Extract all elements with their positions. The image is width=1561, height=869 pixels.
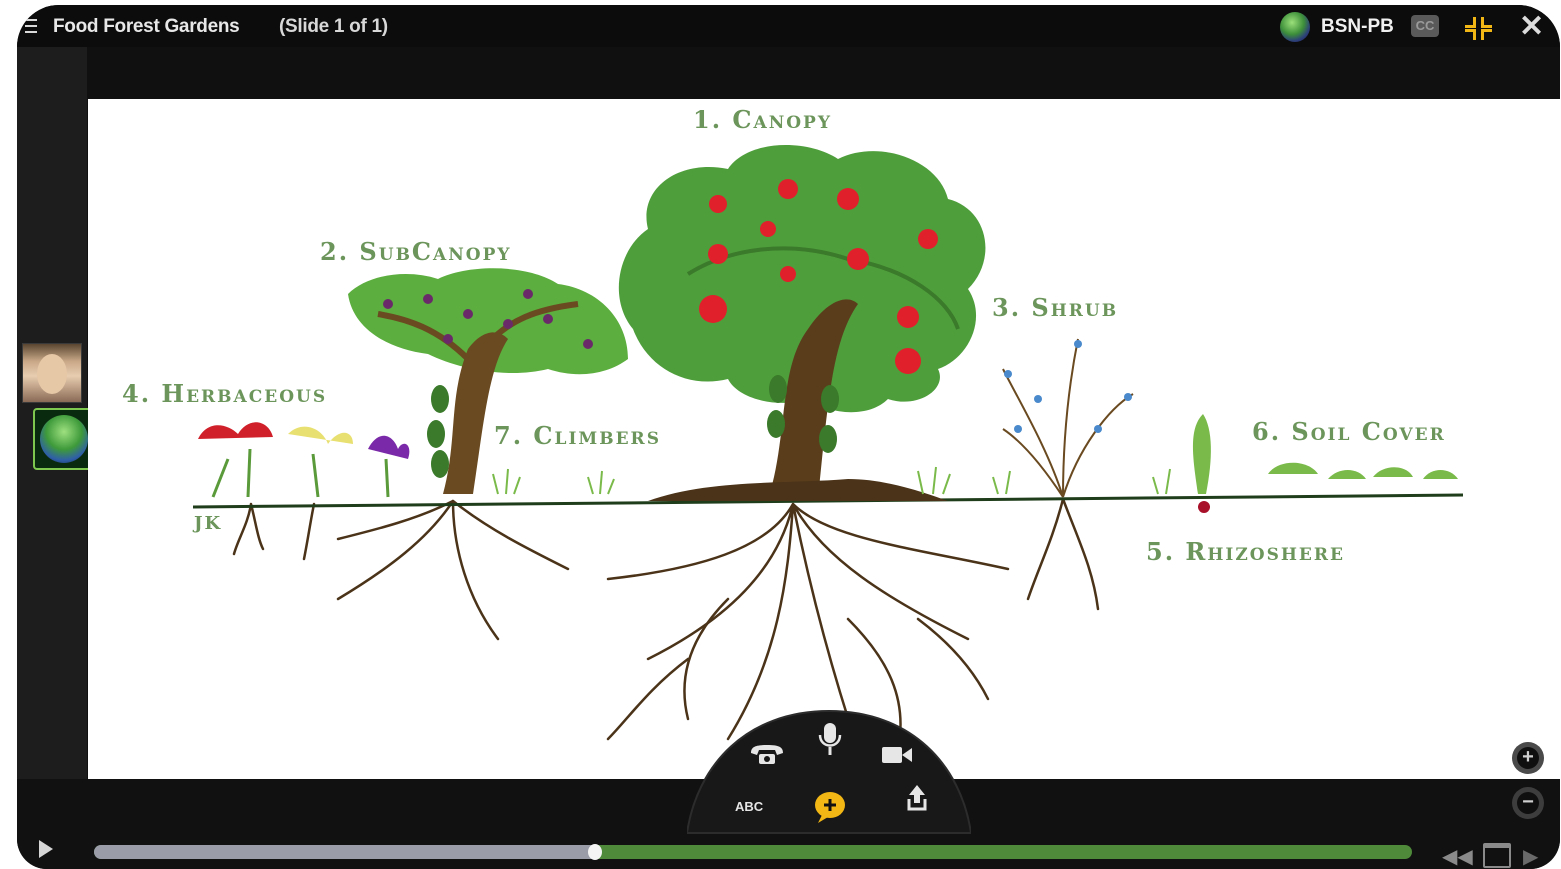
presenter-avatar[interactable] — [22, 343, 82, 403]
fast-forward-icon[interactable]: ▶ — [1523, 846, 1539, 868]
grass-tufts — [492, 466, 1171, 495]
climber-vines — [427, 375, 839, 478]
presentation-title: Food Forest Gardens — [53, 16, 240, 37]
zoom-in-icon: + — [1517, 747, 1539, 769]
video-camera-icon[interactable] — [882, 747, 912, 763]
herbaceous-plants — [198, 422, 410, 498]
root-system — [232, 497, 1100, 751]
timeline-scrubber[interactable] — [587, 844, 602, 860]
label-shrub: 3. Shrub — [992, 293, 1119, 322]
globe-icon — [1280, 12, 1310, 42]
soil-cover-plants — [1193, 414, 1458, 513]
window-icon[interactable] — [1483, 843, 1511, 868]
menu-icon[interactable] — [25, 19, 37, 33]
upload-icon[interactable] — [907, 785, 927, 811]
phone-icon[interactable] — [751, 745, 783, 764]
exit-fullscreen-icon[interactable] — [1461, 15, 1495, 40]
audio-video-console: ABC — [687, 709, 971, 834]
canopy-tree — [618, 145, 986, 501]
playback-timeline[interactable] — [94, 844, 1412, 860]
slide-canvas: 1. Canopy 2. SubCanopy 3. Shrub 4. Herba… — [88, 99, 1560, 779]
play-icon[interactable] — [39, 840, 53, 858]
label-canopy: 1. Canopy — [693, 105, 832, 134]
timeline-played — [94, 845, 595, 859]
zoom-in-button[interactable]: + — [1512, 742, 1544, 774]
subcanopy-tree — [348, 268, 628, 494]
abc-captions-button[interactable]: ABC — [735, 799, 764, 814]
slide-indicator: (Slide 1 of 1) — [279, 16, 388, 37]
chat-bubble-icon[interactable] — [815, 792, 845, 823]
shrub — [1002, 338, 1134, 498]
zoom-out-icon: − — [1517, 792, 1539, 814]
closed-caption-button[interactable]: CC — [1411, 15, 1439, 37]
room-name: BSN-PB — [1321, 16, 1394, 37]
label-herbaceous: 4. Herbaceous — [122, 379, 328, 408]
rewind-icon[interactable]: ◀◀ — [1442, 846, 1473, 868]
label-subcanopy: 2. SubCanopy — [320, 237, 512, 266]
food-forest-illustration — [192, 145, 1464, 751]
label-rhizosphere: 5. Rhizoshere — [1146, 537, 1345, 566]
label-soil-cover: 6. Soil Cover — [1252, 417, 1446, 446]
label-climbers: 7. Climbers — [494, 421, 661, 450]
microphone-icon[interactable] — [818, 723, 842, 755]
app-window: Food Forest Gardens (Slide 1 of 1) BSN-P… — [17, 5, 1560, 869]
artist-initials: JK — [194, 513, 223, 534]
close-icon[interactable]: ✕ — [1519, 10, 1545, 43]
title-bar: Food Forest Gardens (Slide 1 of 1) BSN-P… — [17, 5, 1560, 47]
zoom-out-button[interactable]: − — [1512, 787, 1544, 819]
room-avatar[interactable] — [33, 408, 95, 470]
